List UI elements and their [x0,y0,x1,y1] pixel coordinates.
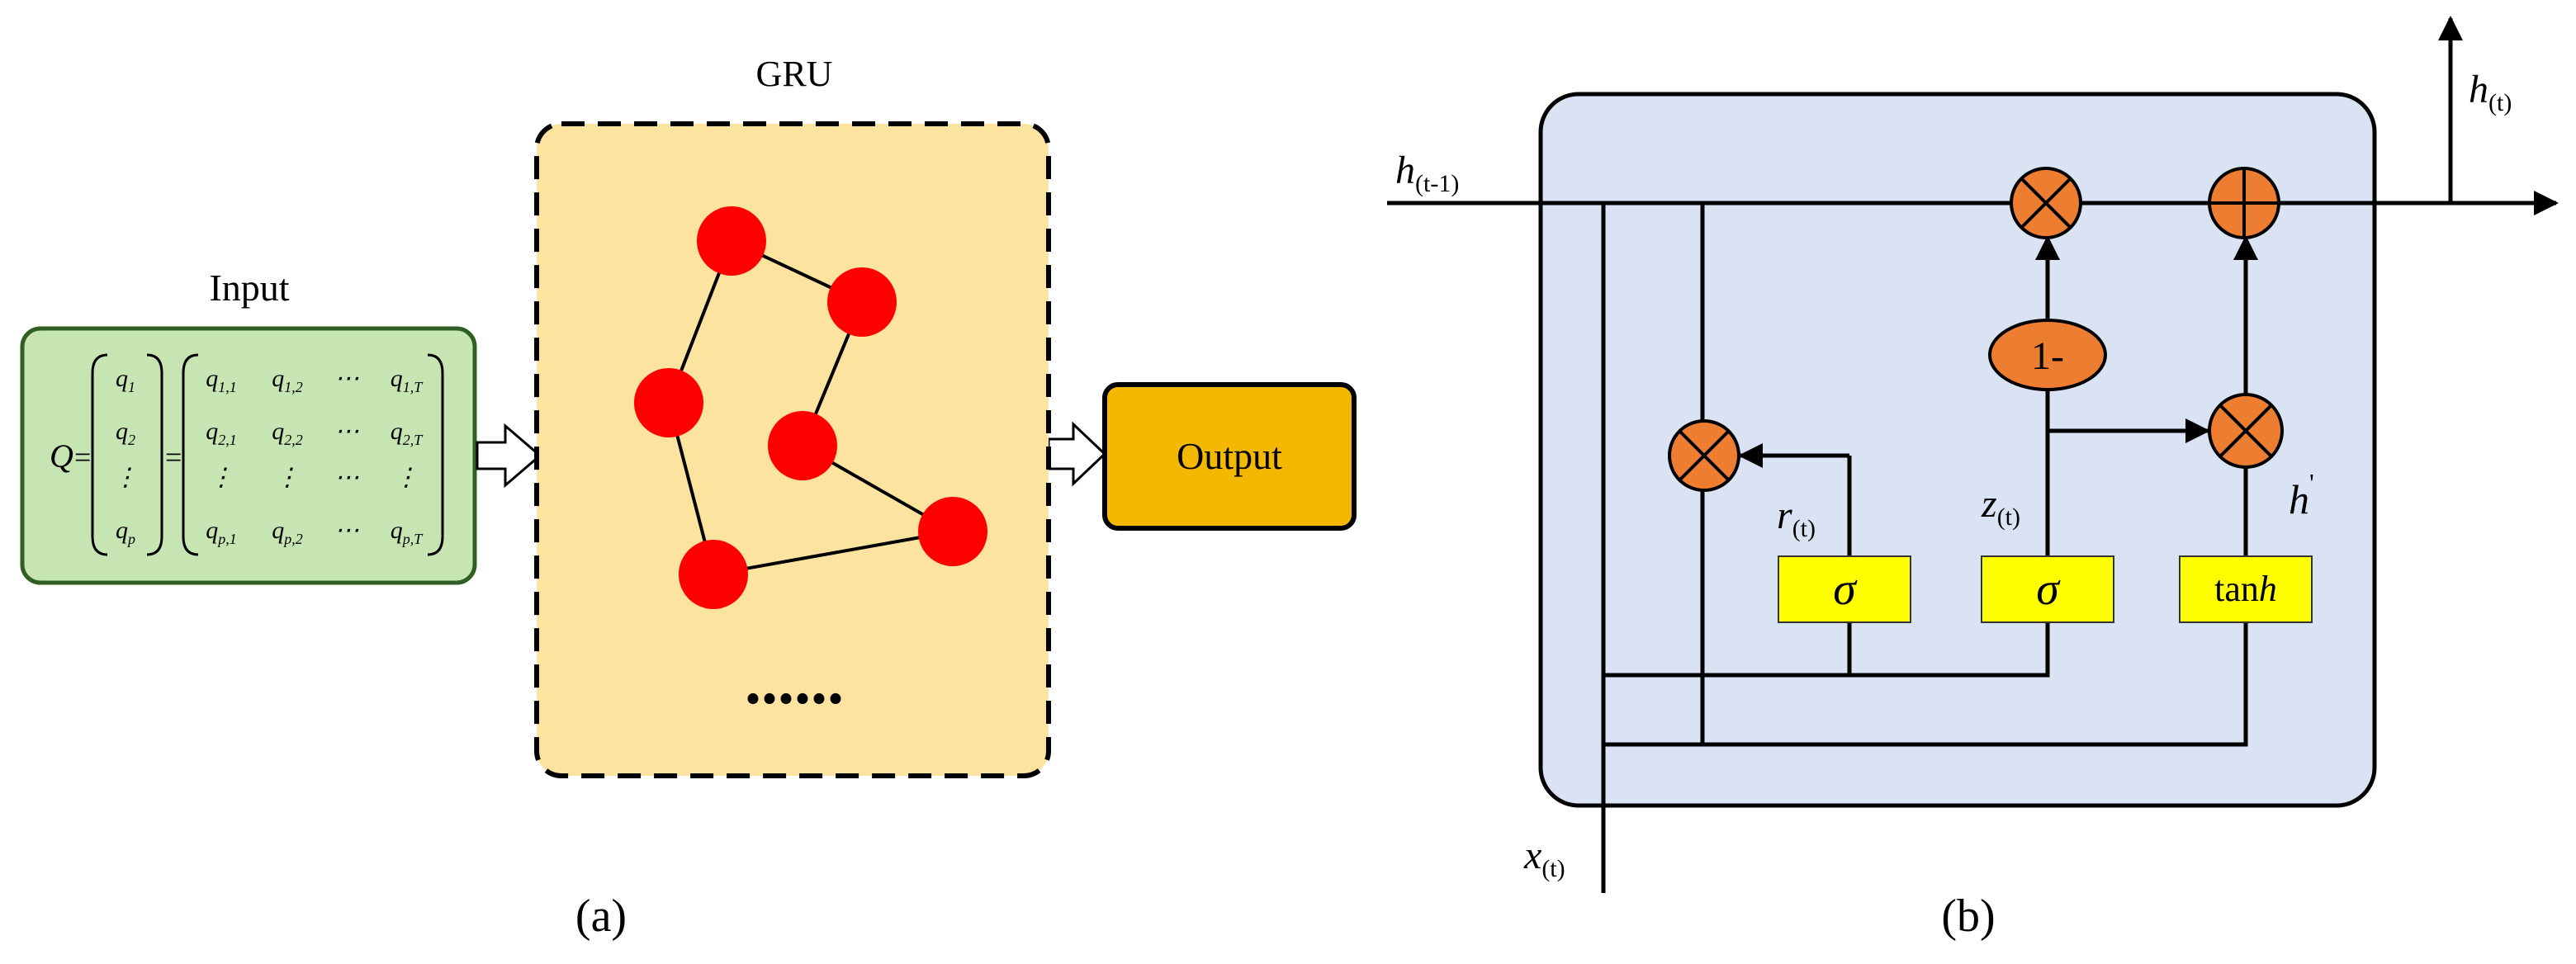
matrix-cell: qp,2 [272,517,303,547]
matrix-cell: q1,1 [206,365,237,395]
matrix-left-bracket [182,353,199,556]
caption-a: (a) [575,891,627,942]
matrix-cell: ⋮ [394,464,419,491]
equals-sign-2: = [165,441,182,474]
input-title: Input [209,267,289,309]
z-gate-label: z(t) [1981,482,2020,531]
matrix-cell: q2,1 [206,418,237,448]
matrix-cell: ⋯ [334,418,359,445]
multiply-op-r [1668,419,1740,492]
matrix-cells: q1,1 q1,2 ⋯ q1,T q2,1 q2,2 ⋯ q2,T ⋮ ⋮ ⋯ ⋮ qp,1 qp,2 ⋯ q… [206,365,424,547]
matrix-cell: q2,2 [272,418,303,448]
reset-gate-box [1778,555,1911,623]
gru-wires [1387,16,2559,893]
matrix-cell: qp,1 [206,517,237,547]
network-ellipsis: ...... [745,645,844,718]
matrix-cell: q1,T [391,365,424,395]
network-node [634,368,703,437]
h-prev-label: h(t-1) [1395,149,1459,197]
r-gate-label: r(t) [1777,494,1816,542]
h-out-label: h(t) [2469,68,2512,116]
vector-right-bracket [146,353,163,556]
x-in-label: x(t) [1523,834,1565,882]
output-box [1102,382,1357,531]
vector-left-bracket [91,353,108,556]
gru-title: GRU [756,54,833,94]
vector-cell: q2 [116,418,135,448]
equals-sign-1: = [74,441,91,474]
output-label: Output [1177,435,1282,477]
update-gate-sigma: σ [2036,564,2061,615]
network-node [918,497,987,566]
add-op [2208,167,2280,239]
network-node [679,540,748,609]
matrix-cell: ⋮ [209,464,234,491]
input-matrix-equation: Q = q1 q2 ⋮ qp = q1,1 q1,2 ⋯ q1,T q2,1 q2,2 ⋯ q2,T… [50,353,444,556]
vector-cell: qp [116,517,135,547]
matrix-right-bracket [427,353,444,556]
reset-gate-sigma: σ [1833,564,1858,615]
gru-cell-box [1538,92,2377,808]
matrix-cell: qp,T [391,517,424,547]
panel-a: Input Q = q1 q2 ⋮ qp = q1,1 q1,2 ⋯ q1,T q2,1 q2,… [20,54,1357,942]
one-minus-ellipse [1988,319,2107,391]
network-node [827,267,897,337]
matrix-cell: ⋯ [334,517,359,544]
input-to-gru-arrow [476,423,542,489]
tanh-label: tanh [2214,569,2277,609]
matrix-lhs: Q [50,437,73,475]
multiply-op-top [2010,167,2082,239]
input-box [20,326,477,585]
network-node [768,411,837,480]
gru-to-output-arrow [1047,421,1107,487]
h-candidate-label: h' [2289,468,2314,522]
vector-cells: q1 q2 ⋮ qp [113,365,138,547]
one-minus-label: 1- [2031,334,2064,378]
matrix-cell: ⋮ [275,464,300,491]
update-gate-box [1981,555,2114,623]
multiply-op-candidate [2208,393,2284,469]
network-node [697,206,766,276]
matrix-cell: q1,2 [272,365,303,395]
matrix-cell: ⋯ [334,365,359,392]
matrix-cell: ⋯ [334,464,359,491]
vector-cell: ⋮ [113,464,138,491]
gate-bus-z [1603,622,2050,678]
tanh-box [2179,555,2313,623]
matrix-cell: q2,T [391,418,424,448]
network-edge [713,530,954,576]
tanh-bus [1603,622,2248,747]
caption-b: (b) [1941,891,1995,942]
network-nodes [634,206,987,609]
gru-operators [1668,167,2284,492]
panel-b: 1- σ σ tanh h(t-1) h(t) x(t) r(t) z(t) h… [1387,16,2559,942]
vector-cell: q1 [116,365,135,395]
